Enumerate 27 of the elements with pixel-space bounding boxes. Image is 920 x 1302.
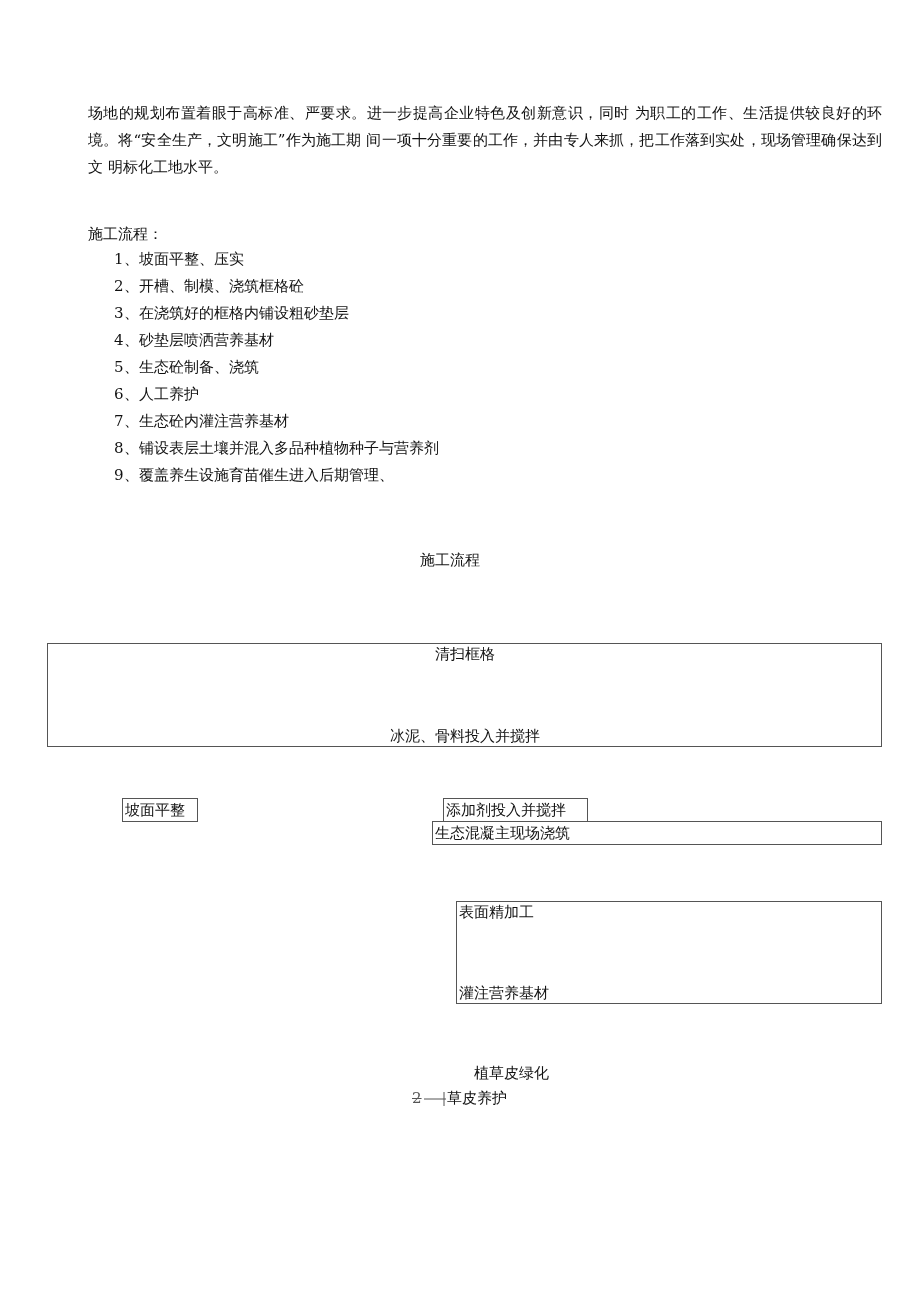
box-text: 坡面平整 <box>125 800 185 820</box>
diagram-title: 施工流程 <box>420 550 480 570</box>
section-heading: 施工流程： <box>88 224 163 244</box>
box-text: 添加剂投入并搅拌 <box>446 800 566 820</box>
list-item: 1、坡面平整、压实 <box>114 249 244 269</box>
list-item: 8、铺设表层土壤并混入多品种植物种子与营养剂 <box>114 438 439 458</box>
box-text: 表面精加工 <box>459 902 534 922</box>
list-item: 4、砂垫层喷洒营养基材 <box>114 330 274 350</box>
box-text: 灌注营养基材 <box>459 983 549 1003</box>
box-text: 生态混凝主现场浇筑 <box>435 823 570 843</box>
box-text: 冰泥、骨料投入并搅拌 <box>389 726 540 746</box>
list-item: 9、覆盖养生设施育苗催生进入后期管理、 <box>114 465 394 485</box>
process-box <box>122 798 198 822</box>
list-item: 7、生态砼内灌注营养基材 <box>114 411 289 431</box>
step-label: 草皮养护 <box>447 1088 507 1108</box>
struck-number: 2 <box>412 1088 422 1108</box>
step-label: 植草皮绿化 <box>474 1063 549 1083</box>
process-box <box>443 798 588 822</box>
process-box <box>432 821 882 845</box>
box-text: 清扫框格 <box>434 644 495 664</box>
process-box <box>456 901 882 1004</box>
list-item: 5、生态砼制备、浇筑 <box>114 357 259 377</box>
list-item: 6、人工养护 <box>114 384 199 404</box>
list-item: 3、在浇筑好的框格内铺设粗砂垫层 <box>114 303 349 323</box>
list-item: 2、开槽、制模、浇筑框格砼 <box>114 276 304 296</box>
process-box <box>47 643 882 747</box>
paragraph: 场地的规划布置着眼于高标准、严要求。进一步提高企业特色及创新意识，同时 为职工的工作、生活提供较良好的环境。将“安全生产，文明施工”作为施工期 间一项十分重要的工作，并由专人来抓，把工作落到实处，现场管理确保达到文 明标化工地水平。 <box>88 103 882 178</box>
